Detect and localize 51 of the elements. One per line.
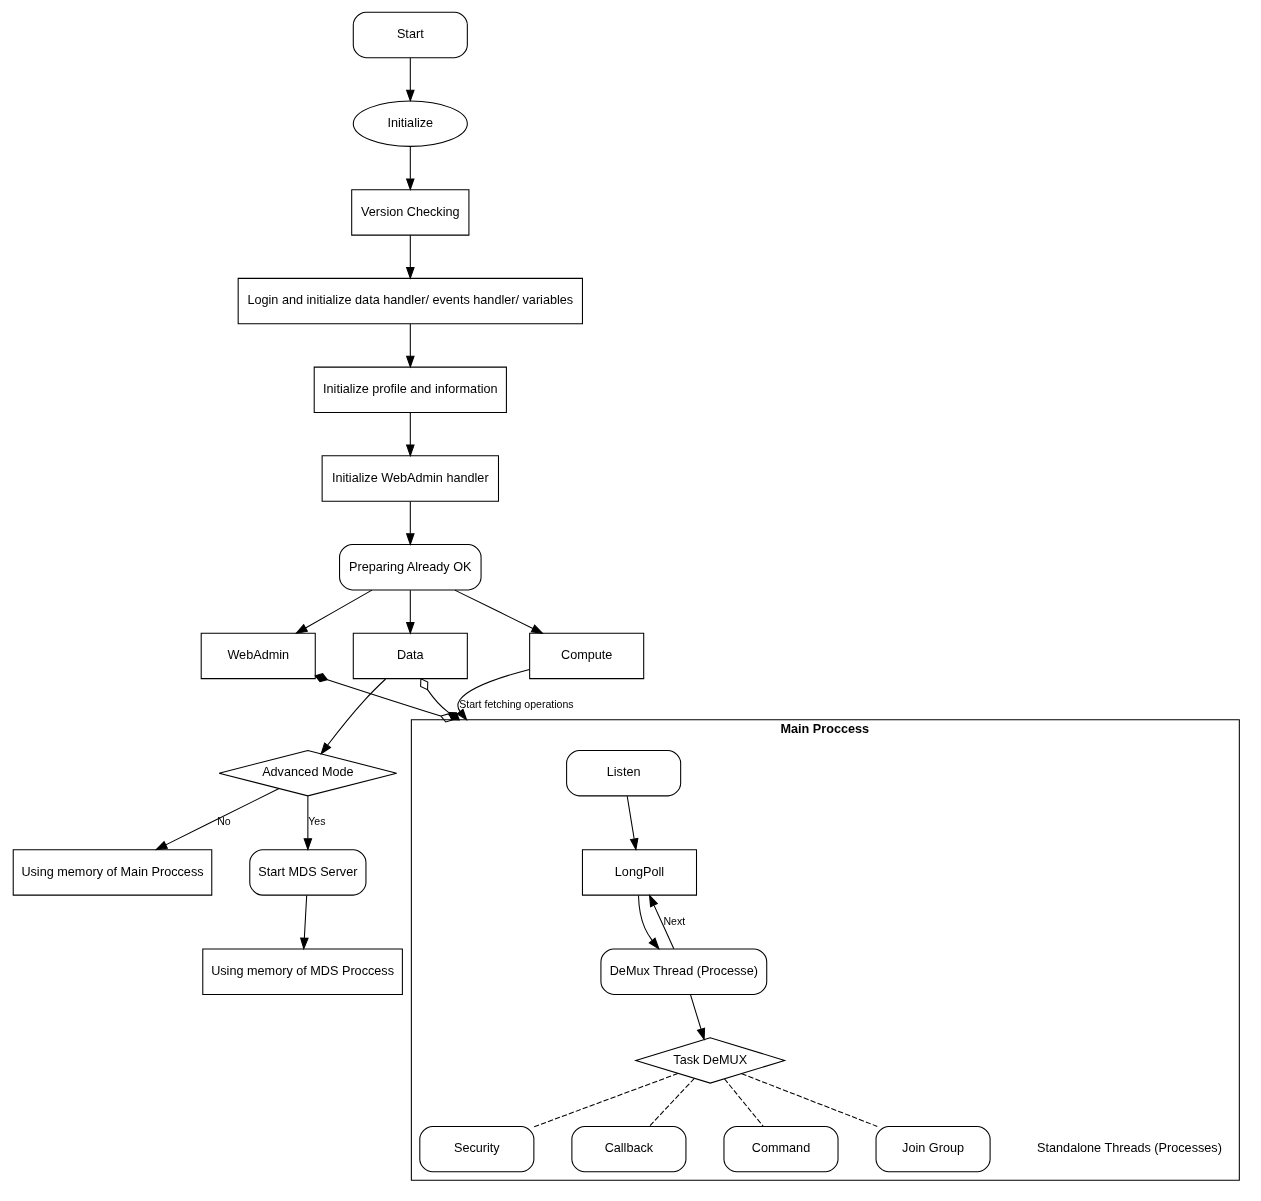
connector [648, 1078, 695, 1127]
arrow [648, 894, 675, 950]
label: Standalone Threads (Processes) [1037, 1141, 1222, 1156]
node-box: Security [419, 1125, 535, 1173]
arrow [405, 323, 415, 369]
arrow [626, 795, 639, 851]
node-box: LongPoll [581, 849, 698, 896]
node-box: Command [723, 1125, 839, 1173]
node-box: Using memory of MDS Proccess [202, 948, 403, 995]
arrow [454, 589, 544, 634]
node-ellipse: Initialize [352, 100, 468, 147]
node-diamond: Advanced Mode [218, 749, 398, 797]
node-box: Start [352, 11, 468, 59]
edge-label: Yes [308, 815, 326, 828]
node-box: Start MDS Server [249, 849, 367, 896]
arrow [303, 795, 313, 852]
edge-label: No [217, 815, 231, 828]
node-diamond: Task DeMUX [633, 1037, 787, 1084]
arrow [689, 994, 706, 1041]
node-box: Initialize WebAdmin handler [321, 455, 499, 502]
arrow [294, 589, 373, 634]
arrow [405, 234, 415, 280]
arrow [405, 57, 415, 103]
connector [724, 1078, 764, 1127]
arrow [637, 894, 660, 950]
node-box: Data [352, 632, 468, 680]
node-box: Using memory of Main Proccess [12, 849, 213, 896]
node-box: DeMux Thread (Processe) [600, 948, 768, 995]
connector [314, 673, 454, 723]
node-box: Listen [566, 749, 682, 797]
connector [420, 678, 461, 721]
arrow [405, 589, 415, 635]
node-box: Join Group [875, 1125, 991, 1173]
node-box: Login and initialize data handler/ events handler/ variables [237, 277, 583, 325]
node-box: Version Checking [351, 189, 470, 236]
arrow [299, 895, 309, 951]
connector [741, 1073, 878, 1127]
arrow [456, 668, 530, 722]
arrow [405, 500, 415, 546]
arrow [405, 412, 415, 458]
connector [533, 1073, 679, 1128]
node-box: WebAdmin [200, 632, 316, 680]
node-box: Callback [571, 1125, 687, 1173]
node-box: Compute [529, 632, 645, 680]
arrow [154, 788, 280, 851]
node-box: Preparing Already OK [339, 544, 482, 591]
node-box: Initialize profile and information [313, 366, 507, 414]
arrow [405, 146, 415, 192]
arrow [320, 678, 387, 755]
edge-label: Start fetching operations [459, 698, 574, 711]
edge-label: Next [663, 914, 686, 927]
